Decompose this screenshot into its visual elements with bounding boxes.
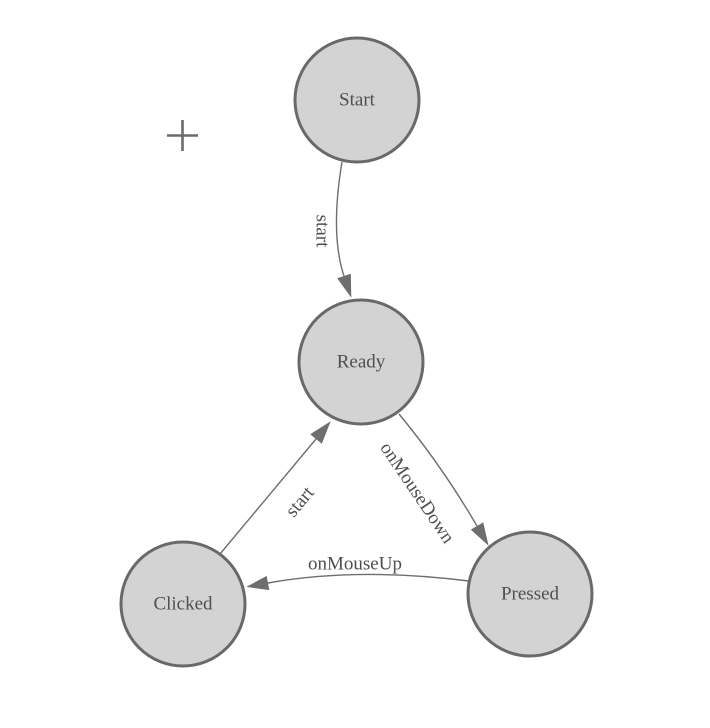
edge-label-start: start — [312, 215, 333, 248]
edge-line[interactable] — [219, 438, 317, 555]
arrowhead-icon — [337, 273, 352, 298]
edge-label-onmousedown: onMouseDown — [376, 439, 459, 548]
edge-start-to-ready[interactable]: start — [312, 161, 352, 298]
node-label-ready: Ready — [337, 352, 386, 373]
crosshair-cursor-icon — [167, 120, 198, 151]
node-circle[interactable] — [293, 36, 421, 164]
edge-pressed-to-clicked[interactable]: onMouseUp — [246, 554, 470, 591]
edge-ready-to-pressed[interactable]: onMouseDown — [376, 413, 489, 548]
edge-line[interactable] — [267, 573, 470, 584]
arrowhead-icon — [246, 575, 270, 591]
state-node-clicked[interactable]: Clicked — [119, 540, 247, 668]
node-circle[interactable] — [119, 540, 247, 668]
state-node-pressed[interactable]: Pressed — [466, 530, 594, 658]
state-node-ready[interactable]: Ready — [297, 298, 425, 426]
edge-label-onmouseup: onMouseUp — [308, 554, 402, 575]
node-label-clicked: Clicked — [153, 594, 213, 615]
edge-label-start-2: start — [281, 482, 319, 521]
node-label-pressed: Pressed — [501, 584, 560, 605]
arrowhead-icon — [310, 421, 331, 444]
edge-line[interactable] — [335, 161, 345, 277]
edge-clicked-to-ready[interactable]: start — [219, 421, 331, 555]
state-node-start[interactable]: Start — [293, 36, 421, 164]
edge-line[interactable] — [398, 413, 478, 527]
node-label-start: Start — [339, 90, 376, 111]
arrowhead-icon — [470, 522, 489, 546]
node-circle[interactable] — [466, 530, 594, 658]
node-circle[interactable] — [297, 298, 425, 426]
